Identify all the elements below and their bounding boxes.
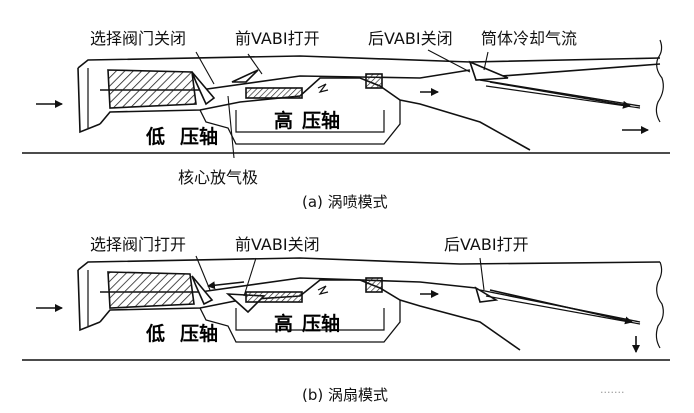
panel-b-rear-vabi (474, 286, 499, 303)
panel-a-compressor-hatch (245, 87, 303, 99)
panel-a-rear-vabi (468, 60, 509, 81)
caption-panel-b: (b) 涡扇模式 (302, 386, 388, 404)
label-high-char-b: 高 (274, 312, 293, 335)
panel-b-engine (22, 255, 670, 361)
label-selector-valve-closed: 选择阀门关闭 (90, 29, 186, 48)
label-low-char-b: 低 (145, 322, 165, 345)
panel-b-bypass-arrow (489, 289, 633, 325)
label-core-bleed-stage: 核心放气极 (178, 168, 258, 187)
panel-a-nozzle-wavy (655, 39, 664, 123)
watermark: ······· (600, 386, 624, 399)
panel-b-selector-valve (191, 275, 214, 306)
panel-b-valve-arrow (207, 281, 245, 290)
label-front-vabi-open: 前VABI打开 (235, 29, 320, 48)
panel-a-front-vabi (231, 69, 259, 83)
panel-b-core (99, 279, 521, 351)
panel-a-outer-casing (77, 55, 661, 69)
label-rear-vabi-open: 后VABI打开 (444, 235, 529, 254)
label-high-spool-b: 压轴 (302, 312, 340, 335)
label-high-spool-a: 压轴 (302, 109, 340, 132)
panel-a-core (99, 77, 531, 151)
panel-b-nozzle-wavy (655, 261, 664, 349)
caption-panel-a: (a) 涡喷模式 (302, 193, 388, 211)
panel-b-fan-blades (107, 271, 195, 309)
label-selector-valve-open: 选择阀门打开 (90, 235, 186, 254)
label-low-spool-b: 压轴 (180, 322, 218, 345)
label-low-spool-a: 压轴 (180, 125, 218, 148)
label-rear-vabi-closed: 后VABI关闭 (368, 29, 453, 48)
panel-a-engine (22, 39, 670, 159)
label-barrel-cooling-flow: 筒体冷却气流 (481, 29, 577, 48)
panel-b-compressor-hatch (245, 291, 303, 303)
panel-a-inlet (77, 67, 101, 134)
label-front-vabi-closed: 前VABI关闭 (235, 235, 320, 254)
panel-a-fan-blades (107, 69, 197, 109)
panel-b-inlet (77, 269, 101, 332)
panel-b-outer-casing (77, 257, 661, 271)
panel-a-turbine-hatch (365, 73, 383, 89)
panel-a-selector-valve (191, 71, 216, 106)
label-high-char-a: 高 (274, 109, 293, 132)
label-low-char-a: 低 (145, 125, 165, 148)
panel-a-bypass-arrow (489, 81, 631, 109)
panel-b-turbine-hatch (365, 277, 383, 293)
